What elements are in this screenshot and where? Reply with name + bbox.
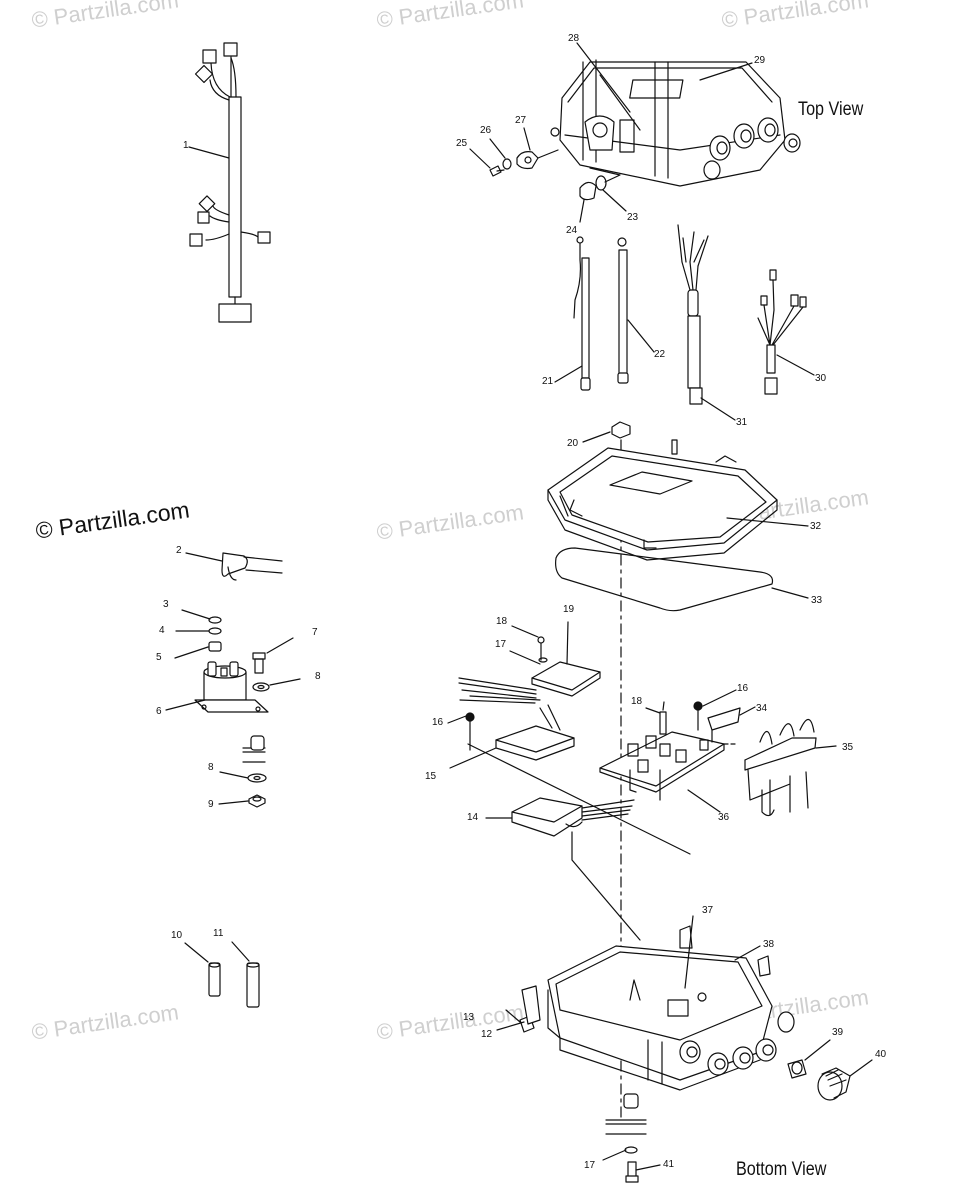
callout-29: 29: [754, 55, 766, 66]
callout-6: 6: [156, 706, 162, 717]
callout-21: 21: [542, 376, 554, 387]
control-module-19: [459, 622, 600, 730]
cap-40: [818, 1060, 872, 1100]
harness-31: [678, 225, 735, 420]
callout-17: 17: [495, 639, 507, 650]
cable-boot-part: [186, 553, 282, 580]
callout-30: 30: [815, 373, 827, 384]
callout-19: 19: [563, 604, 575, 615]
callout-39: 39: [832, 1027, 844, 1038]
callout-9: 9: [208, 799, 214, 810]
callout-22: 22: [654, 349, 666, 360]
callout-5: 5: [156, 652, 162, 663]
callout-32: 32: [810, 521, 822, 532]
callout-11: 11: [213, 928, 224, 939]
callout-2: 2: [176, 545, 182, 556]
callout-31: 31: [736, 417, 748, 428]
callout-13: 13: [463, 1012, 475, 1023]
callout-35: 35: [842, 742, 854, 753]
callout-34: 34: [756, 703, 768, 714]
bottom-view-label: Bottom View: [736, 1159, 827, 1180]
fuse-parts: [185, 942, 259, 1007]
top-cover-part: [551, 43, 800, 186]
callout-26: 26: [480, 125, 492, 136]
module-14: [486, 798, 640, 940]
callout-10: 10: [171, 930, 183, 941]
callout-8: 8: [208, 762, 214, 773]
callout-24: 24: [566, 225, 578, 236]
bracket-34: [708, 708, 740, 730]
callout-38: 38: [763, 939, 775, 950]
wire-harness-part: [189, 43, 270, 322]
callout-33: 33: [811, 595, 823, 606]
callout-14: 14: [467, 812, 479, 823]
callout-8: 8: [315, 671, 321, 682]
callout-41: 41: [663, 1159, 675, 1170]
callout-37: 37: [702, 905, 714, 916]
harness-30: [758, 270, 814, 394]
callout-27: 27: [515, 115, 527, 126]
callout-3: 3: [163, 599, 169, 610]
callout-18: 18: [631, 696, 643, 707]
callout-40: 40: [875, 1049, 887, 1060]
callout-23: 23: [627, 212, 639, 223]
callout-16: 16: [737, 683, 749, 694]
terminal-board-36: [600, 690, 736, 812]
callout-17: 17: [584, 1160, 596, 1171]
callout-18: 18: [496, 616, 508, 627]
callout-16: 16: [432, 717, 444, 728]
top-hardware: [470, 128, 626, 222]
gasket-part: [556, 548, 773, 611]
callout-7: 7: [312, 627, 318, 638]
top-view-label: Top View: [798, 99, 864, 120]
connector-35: [724, 719, 836, 815]
box-lid-part: [548, 440, 808, 560]
bracket-15: [448, 713, 690, 854]
nut-20: [612, 422, 630, 438]
bottom-box-part: [497, 916, 794, 1090]
callout-12: 12: [481, 1029, 493, 1040]
cables: [555, 237, 654, 390]
callout-4: 4: [159, 625, 165, 636]
callout-36: 36: [718, 812, 730, 823]
callout-20: 20: [567, 438, 579, 449]
callout-25: 25: [456, 138, 468, 149]
callout-1: 1: [183, 140, 189, 151]
callout-28: 28: [568, 33, 580, 44]
solenoid-assembly: [166, 610, 300, 807]
callout-15: 15: [425, 771, 437, 782]
